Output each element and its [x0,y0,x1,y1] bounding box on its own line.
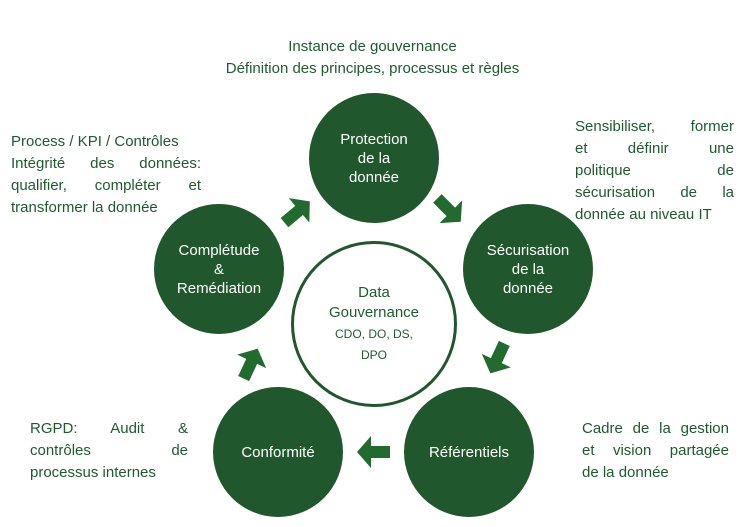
note-line: processus internes [30,464,156,481]
data-governance-center: Data Gouvernance CDO, DO, DS, DPO [291,241,457,407]
note-line: donnée au niveau IT [575,206,712,223]
circle-label: Référentiels [428,443,510,461]
note-line: Cadre de la gestion [582,420,729,437]
note-line: qualifier, compléter et [11,177,201,194]
circle-label: donnée [502,279,554,297]
center-roles: DPO [360,348,387,362]
cycle-arrow-icon [481,340,511,374]
circle-label: Remédiation [176,279,262,297]
circle-label: & [213,260,224,278]
note-line: Process / KPI / Contrôles [11,133,179,150]
center-roles: CDO, DO, DS, [334,327,413,341]
circle-label: Conformité [241,443,315,461]
circle-label: de la [357,149,391,167]
rgpd-note: RGPD: Audit & contrôles de processus int… [30,418,188,484]
referentiels-circle: Référentiels [404,387,534,517]
note-line: RGPD: Audit & [30,420,188,437]
circle-label: donnée [348,168,400,186]
protection-circle: Protection de la donnée [309,93,439,223]
note-line: politique de [575,162,734,179]
circle-label: Sécurisation [486,241,570,259]
center-title: Gouvernance [328,304,420,321]
note-line: et définir une [575,140,734,157]
note-line: Définition des principes, processus et r… [225,60,520,77]
awareness-note: Sensibiliser, former et définir une poli… [575,116,734,226]
framework-note: Cadre de la gestion et vision partagée d… [582,418,729,484]
process-kpi-note: Process / KPI / Contrôles Intégrité des … [11,131,201,219]
circle-label: Protection [340,130,408,148]
note-line: Instance de gouvernance [288,38,457,55]
note-line: contrôles de [30,442,188,459]
note-line: de la donnée [582,464,669,481]
governance-instance-note: Instance de gouvernance Définition des p… [0,36,745,80]
securisation-circle: Sécurisation de la donnée [463,204,593,334]
cycle-arrow-icon [237,348,267,382]
completude-circle: Complétude & Remédiation [154,204,284,334]
note-line: sécurisation de la [575,184,734,201]
center-title: Data [358,284,390,301]
cycle-arrow-icon [280,198,310,228]
note-line: et vision partagée [582,442,729,459]
conformite-circle: Conformité [213,387,343,517]
note-line: Sensibiliser, former [575,118,734,135]
cycle-arrow-icon [357,436,390,468]
note-line: transformer la donnée [11,199,158,216]
cycle-arrow-icon [433,194,463,224]
note-line: Intégrité des données: [11,155,201,172]
circle-label: Complétude [178,241,260,259]
circle-label: de la [511,260,545,278]
